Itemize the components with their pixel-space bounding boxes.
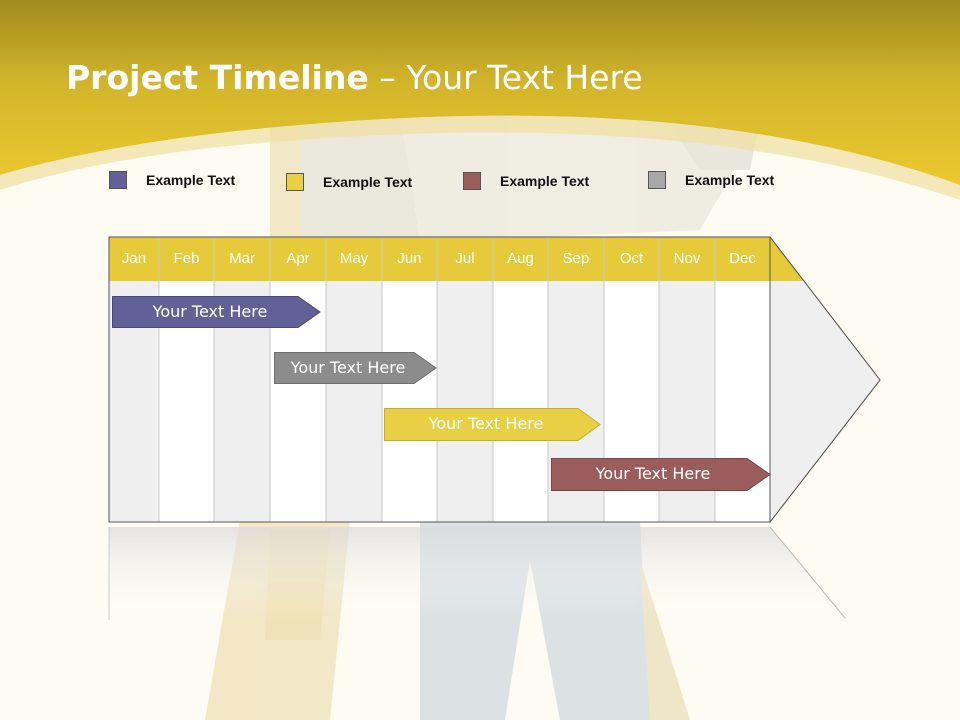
month-label-apr: Apr bbox=[286, 250, 310, 267]
month-label-jul: Jul bbox=[455, 250, 475, 267]
task-label: Your Text Here bbox=[290, 358, 406, 377]
task-arrow-3[interactable]: Your Text Here bbox=[384, 408, 601, 441]
month-label-jun: Jun bbox=[397, 250, 422, 267]
task-arrow-4[interactable]: Your Text Here bbox=[551, 458, 771, 491]
month-label-aug: Aug bbox=[507, 250, 534, 267]
month-label-nov: Nov bbox=[673, 250, 701, 267]
legend-label: Example Text bbox=[323, 174, 413, 190]
title-bold: Project Timeline bbox=[66, 58, 369, 97]
task-arrow-2[interactable]: Your Text Here bbox=[274, 352, 437, 384]
legend-item-1: Example Text bbox=[109, 171, 235, 189]
month-label-dec: Dec bbox=[729, 250, 756, 267]
page-title: Project Timeline – Your Text Here bbox=[66, 58, 643, 97]
legend-swatch bbox=[463, 172, 481, 190]
legend-swatch bbox=[286, 173, 304, 191]
header-band bbox=[0, 0, 960, 200]
legend-label: Example Text bbox=[685, 172, 775, 188]
month-label-jan: Jan bbox=[121, 250, 147, 267]
title-rest: – Your Text Here bbox=[368, 58, 643, 97]
legend-label: Example Text bbox=[500, 173, 590, 189]
legend-item-3: Example Text bbox=[463, 172, 589, 190]
legend-item-2: Example Text bbox=[286, 173, 412, 191]
legend-label: Example Text bbox=[146, 172, 236, 188]
task-arrow-1[interactable]: Your Text Here bbox=[112, 296, 321, 328]
task-label: Your Text Here bbox=[428, 414, 544, 433]
task-label: Your Text Here bbox=[595, 464, 711, 483]
month-label-sep: Sep bbox=[562, 250, 590, 267]
month-label-mar: Mar bbox=[229, 250, 255, 267]
legend-swatch bbox=[109, 171, 127, 189]
month-label-oct: Oct bbox=[619, 250, 644, 267]
legend-item-4: Example Text bbox=[648, 171, 774, 189]
legend-swatch bbox=[648, 171, 666, 189]
month-label-feb: Feb bbox=[173, 250, 200, 267]
task-label: Your Text Here bbox=[152, 302, 268, 321]
month-label-may: May bbox=[339, 250, 369, 267]
